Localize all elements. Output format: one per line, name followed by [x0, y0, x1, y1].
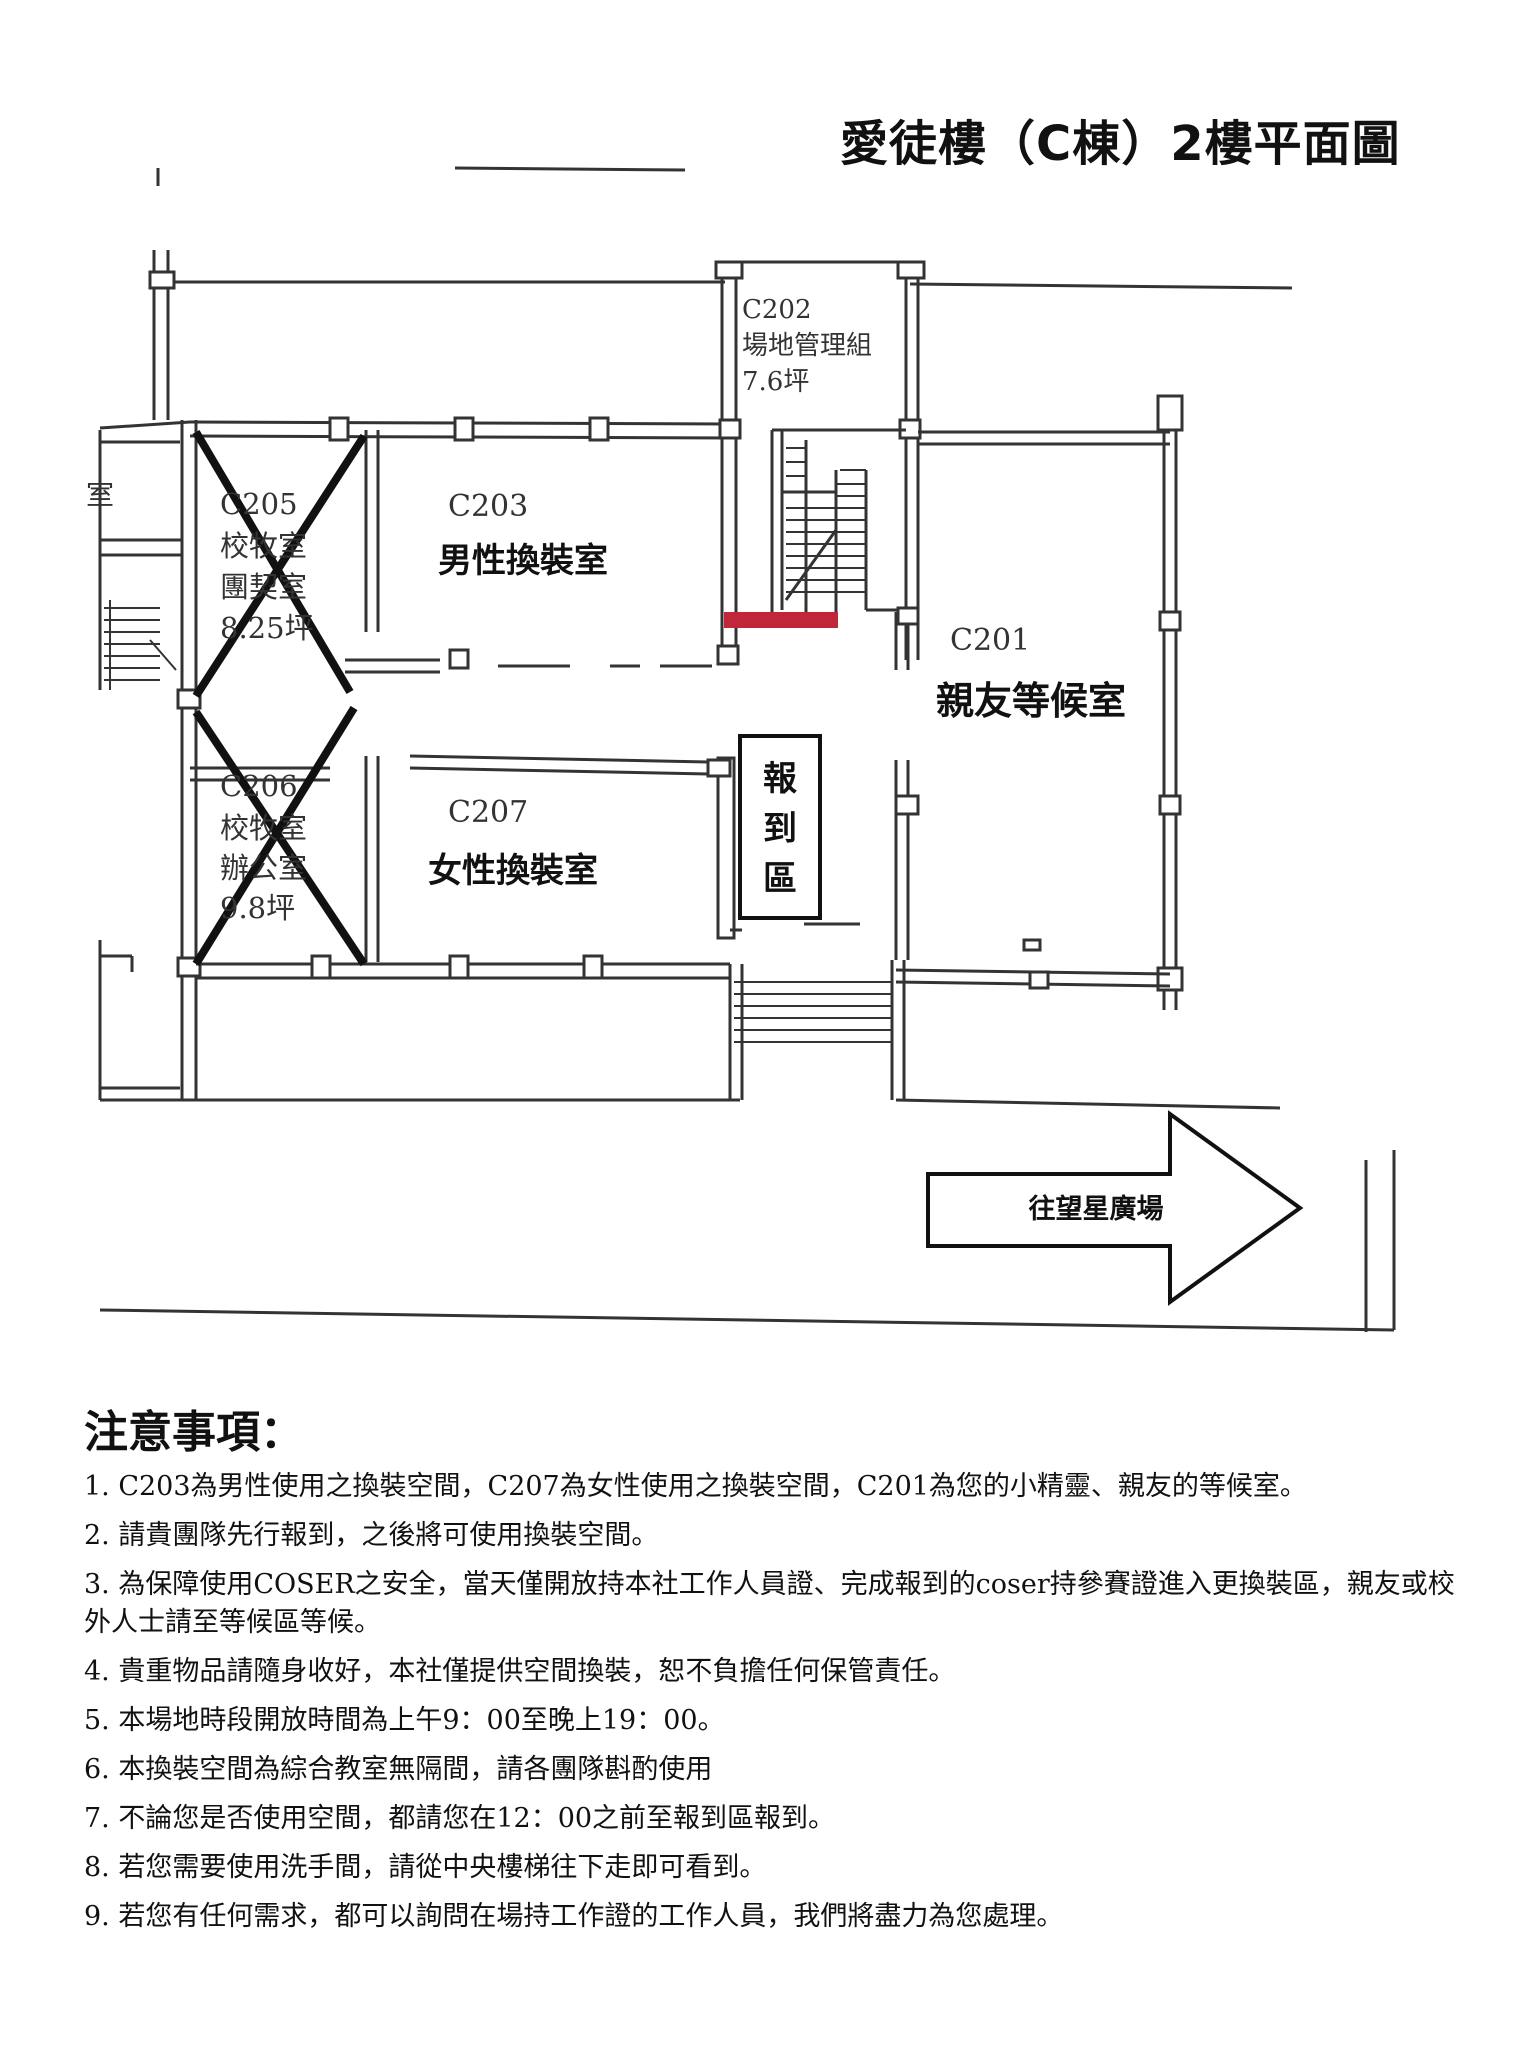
- stair-marker: [724, 612, 838, 628]
- room-c206-area: 9.8坪: [220, 891, 295, 925]
- room-c202-name: 場地管理組: [742, 331, 872, 361]
- floor-plan-walls: [98, 166, 1396, 1332]
- room-c206-code: C206: [220, 769, 298, 803]
- room-c207-label: 女性換裝室: [428, 851, 598, 891]
- checkin-char-3: 區: [763, 859, 797, 899]
- crossed-out-marks: [192, 429, 368, 967]
- checkin-char-1: 報: [763, 759, 797, 799]
- note-item: 6. 本換裝空間為綜合教室無隔間，請各團隊斟酌使用: [84, 1754, 713, 1785]
- room-c203-code: C203: [448, 489, 528, 524]
- note-item: 2. 請貴團隊先行報到，之後將可使用換裝空間。: [84, 1520, 659, 1551]
- room-c201-code: C201: [950, 623, 1030, 658]
- note-item: 8. 若您需要使用洗手間，請從中央樓梯往下走即可看到。: [84, 1852, 767, 1883]
- room-c203-label: 男性換裝室: [438, 541, 608, 581]
- note-item: 7. 不論您是否使用空間，都請您在12：00之前至報到區報到。: [84, 1803, 836, 1834]
- checkin-char-2: 到: [763, 809, 797, 849]
- notes-heading: 注意事項：: [84, 1407, 304, 1458]
- note-item: 9. 若您有任何需求，都可以詢問在場持工作證的工作人員，我們將盡力為您處理。: [84, 1901, 1064, 1932]
- room-c205-name: 校牧室: [220, 529, 307, 563]
- room-c207-code: C207: [448, 795, 528, 830]
- edge-glyph: 室: [86, 478, 114, 511]
- room-c205-area: 8.25坪: [220, 611, 314, 645]
- checkin-box: 報 到 區: [738, 734, 822, 920]
- direction-arrow: 往望星廣場: [926, 1110, 1304, 1306]
- note-item: 5. 本場地時段開放時間為上午9：00至晚上19：00。: [84, 1705, 725, 1736]
- room-c205-use: 團契室: [220, 570, 307, 604]
- floor-plan: 室 C202 場地管理組 7.6坪 C205 校牧室 團契室 8.25坪 C20…: [86, 166, 1396, 1332]
- room-c205-code: C205: [220, 487, 298, 521]
- room-c206-name: 校牧室: [220, 811, 307, 845]
- room-c202-area: 7.6坪: [742, 367, 809, 397]
- room-c202-code: C202: [742, 295, 812, 325]
- note-item: 3. 為保障使用COSER之安全，當天僅開放持本社工作人員證、完成報到的cose…: [84, 1569, 1455, 1638]
- page-title: 愛徒樓（C棟）2樓平面圖: [840, 116, 1401, 172]
- arrow-label: 往望星廣場: [1029, 1193, 1164, 1225]
- note-item: 4. 貴重物品請隨身收好，本社僅提供空間換裝，恕不負擔任何保管責任。: [84, 1656, 956, 1687]
- room-c201-label: 親友等候室: [936, 679, 1126, 723]
- notes-list: 1. C203為男性使用之換裝空間，C207為女性使用之換裝空間，C201為您的…: [84, 1468, 1464, 1947]
- note-item: 1. C203為男性使用之換裝空間，C207為女性使用之換裝空間，C201為您的…: [84, 1471, 1307, 1502]
- room-c206-use: 辦公室: [220, 851, 307, 885]
